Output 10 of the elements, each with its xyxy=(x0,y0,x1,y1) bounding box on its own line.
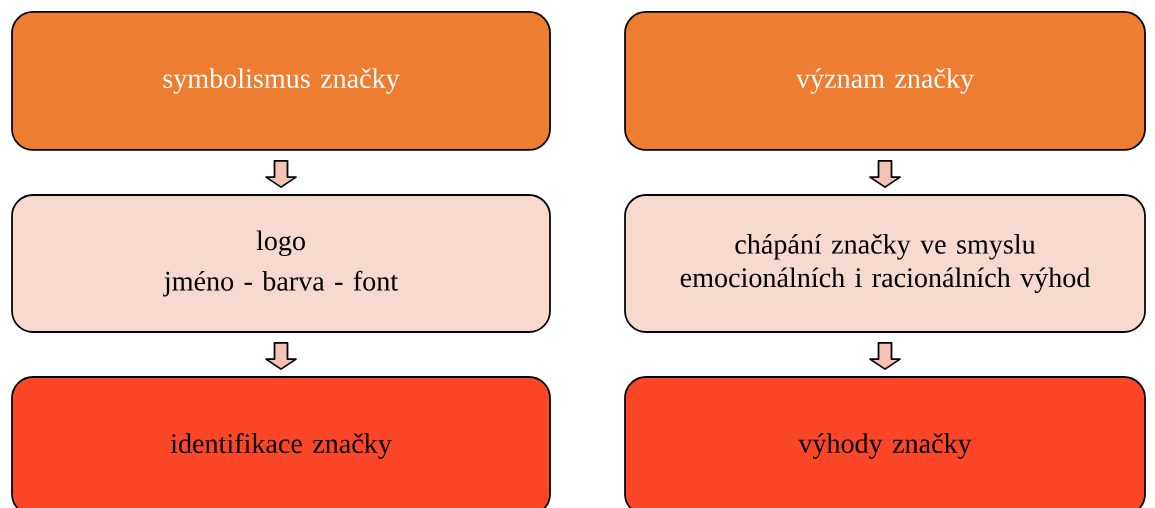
block-arrow xyxy=(265,342,297,370)
process-box: symbolismus značky xyxy=(11,11,551,151)
block-arrow xyxy=(869,160,901,188)
process-box: výhody značky xyxy=(624,376,1146,508)
process-box: logo jméno - barva - font xyxy=(11,194,551,333)
process-box: identifikace značky xyxy=(11,376,551,508)
block-arrow xyxy=(265,160,297,188)
block-arrow xyxy=(869,342,901,370)
process-box: význam značky xyxy=(624,11,1146,151)
process-box: chápání značky ve smyslu emocionálních i racionálních výhod xyxy=(624,194,1146,333)
